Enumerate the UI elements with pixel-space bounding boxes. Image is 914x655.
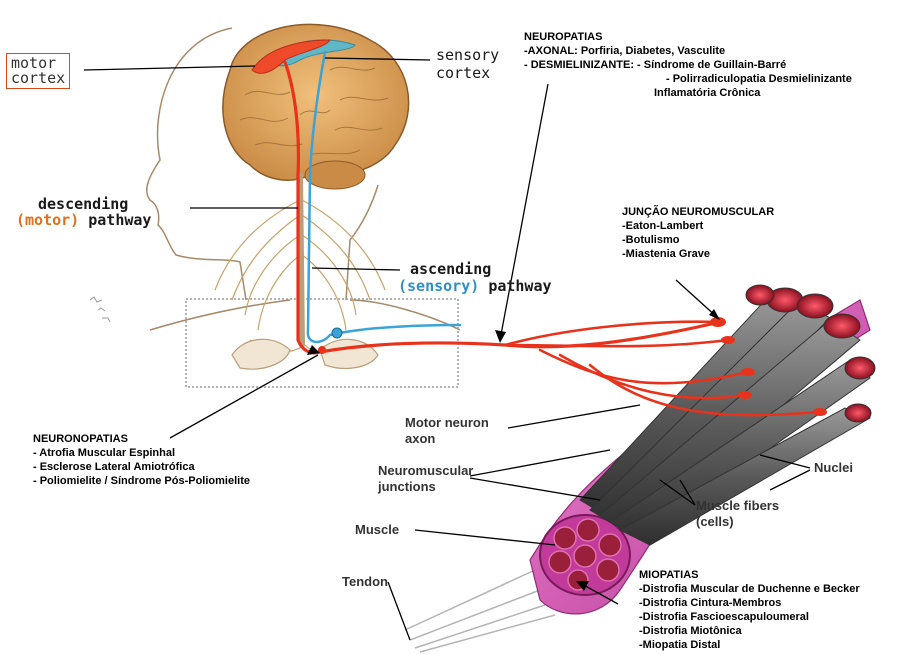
- neuromuscular-junctions-label: Neuromuscular junctions: [378, 463, 473, 495]
- descending-label: descending: [38, 197, 128, 212]
- nuclei-label: Nuclei: [814, 460, 853, 475]
- neuropatias-line3: - Polirradiculopatia Desmielinizante: [524, 72, 852, 86]
- sensory-cortex-label-line1: sensory: [436, 48, 499, 63]
- cerebellum: [305, 161, 365, 189]
- neuropatias-annotation: NEUROPATIAS -AXONAL: Porfiria, Diabetes,…: [524, 30, 852, 100]
- neuropatias-line4: Inflamatória Crônica: [524, 86, 852, 100]
- juncao-annotation: JUNÇÃO NEUROMUSCULAR -Eaton-Lambert -Bot…: [622, 205, 774, 261]
- spinal-cord: [300, 175, 302, 345]
- miopatias-line3: -Distrofia Fascioescapuloumeral: [639, 610, 860, 624]
- neuropatias-line1: -AXONAL: Porfiria, Diabetes, Vasculite: [524, 44, 852, 58]
- ascending-pathway-word: pathway: [488, 277, 551, 295]
- miopatias-line5: -Miopatia Distal: [639, 638, 860, 652]
- pelvis: [232, 339, 378, 369]
- tendon-strands: [405, 570, 555, 652]
- ascending-sensory-word: (sensory): [398, 277, 479, 295]
- tendon-label: Tendon: [342, 574, 388, 589]
- muscle-fibers-line1: Muscle fibers: [696, 498, 779, 514]
- neuronopatias-line1: - Atrofia Muscular Espinhal: [33, 446, 250, 460]
- ascending-label: ascending: [410, 262, 491, 277]
- sketch-marks: [90, 297, 110, 322]
- juncao-line1: -Eaton-Lambert: [622, 219, 774, 233]
- motor-neuron-axon-label: Motor neuron axon: [405, 415, 489, 447]
- ascending-sub-label: (sensory) pathway: [398, 279, 552, 294]
- motor-cortex-line2: cortex: [11, 71, 65, 86]
- neuropatias-title: NEUROPATIAS: [524, 30, 852, 44]
- motor-cortex-label: motor cortex: [6, 53, 70, 89]
- neuropatias-line2: - DESMIELINIZANTE: - Síndrome de Guillai…: [524, 58, 852, 72]
- neuronopatias-title: NEURONOPATIAS: [33, 432, 250, 446]
- nmj-line1: Neuromuscular: [378, 463, 473, 479]
- sensory-cortex-label-line2: cortex: [436, 66, 490, 81]
- juncao-line2: -Botulismo: [622, 233, 774, 247]
- neuronopatias-line3: - Poliomielite / Síndrome Pós-Poliomieli…: [33, 474, 250, 488]
- juncao-title: JUNÇÃO NEUROMUSCULAR: [622, 205, 774, 219]
- miopatias-line4: -Distrofia Miotônica: [639, 624, 860, 638]
- leader-lines: [84, 58, 810, 640]
- nmj-line2: junctions: [378, 479, 473, 495]
- descending-sub-label: (motor) pathway: [16, 213, 151, 228]
- motor-neuron-axon-line1: Motor neuron: [405, 415, 489, 431]
- muscle-fibers-label: Muscle fibers (cells): [696, 498, 779, 530]
- miopatias-line2: -Distrofia Cintura-Membros: [639, 596, 860, 610]
- descending-motor-word: (motor): [16, 211, 79, 229]
- miopatias-annotation: MIOPATIAS -Distrofia Muscular de Duchenn…: [639, 568, 860, 652]
- descending-pathway-word: pathway: [88, 211, 151, 229]
- motor-neuron-axon-line2: axon: [405, 431, 489, 447]
- sensory-ganglion: [332, 328, 342, 338]
- juncao-line3: -Miastenia Grave: [622, 247, 774, 261]
- muscle-label: Muscle: [355, 522, 399, 537]
- neuronopatias-annotation: NEURONOPATIAS - Atrofia Muscular Espinha…: [33, 432, 250, 488]
- neuronopatias-line2: - Esclerose Lateral Amiotrófica: [33, 460, 250, 474]
- muscle-fibers-line2: (cells): [696, 514, 779, 530]
- miopatias-title: MIOPATIAS: [639, 568, 860, 582]
- miopatias-line1: -Distrofia Muscular de Duchenne e Becker: [639, 582, 860, 596]
